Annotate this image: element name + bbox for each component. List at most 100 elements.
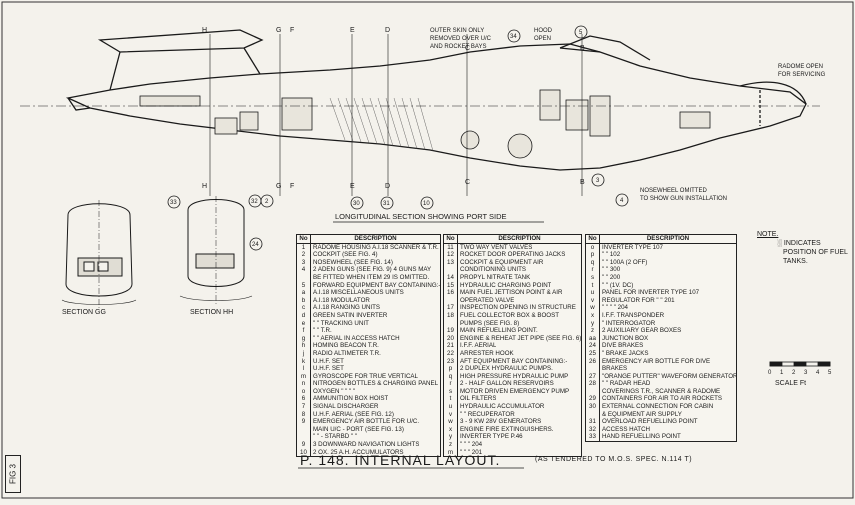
row-number: 27 xyxy=(586,372,600,381)
row-number: 31 xyxy=(586,418,600,426)
row-number: c xyxy=(297,304,311,312)
callout-31: 31 xyxy=(383,201,390,207)
row-number: 32 xyxy=(586,425,600,434)
row-number: m xyxy=(444,448,458,457)
row-number xyxy=(586,410,600,419)
row-description: A.I.18 RANGING UNITS xyxy=(313,304,381,312)
row-number: 11 xyxy=(444,243,458,252)
callout-4: 4 xyxy=(620,198,624,204)
circled-callouts xyxy=(167,25,629,251)
row-description: " " - STARBD " " xyxy=(313,433,358,441)
table-row: q" " 100A (2 OFF) xyxy=(586,258,736,267)
row-number: 9 xyxy=(297,418,311,426)
row-number: 9 xyxy=(297,441,311,449)
row-description: A.I.18 MODULATOR xyxy=(313,296,370,304)
header-description: DESCRIPTION xyxy=(646,235,690,242)
row-number: u xyxy=(444,403,458,411)
table-row: r" " 300 xyxy=(586,266,736,274)
row-number: y xyxy=(586,319,600,328)
row-number: j xyxy=(297,349,311,358)
row-description: FORWARD EQUIPMENT BAY CONTAINING:- xyxy=(313,281,440,289)
section-letters: H G F E D C B H G F E D C B xyxy=(202,27,585,190)
callout-5: 5 xyxy=(579,30,583,36)
row-number: 28 xyxy=(586,380,600,388)
callout-30: 30 xyxy=(353,201,360,207)
note-heading: NOTE. xyxy=(757,231,779,238)
note-radome-2: FOR SERVICING xyxy=(778,72,826,78)
section-caption: LONGITUDINAL SECTION SHOWING PORT SIDE xyxy=(335,212,507,221)
row-number: t xyxy=(586,281,600,290)
scale-tick: 0 xyxy=(768,370,772,376)
row-number: o xyxy=(586,243,600,252)
row-number: 24 xyxy=(586,342,600,350)
row-description: MOTOR DRIVEN EMERGENCY PUMP xyxy=(460,387,570,395)
table-row: t" " (1V. DC) xyxy=(586,281,736,290)
note-radome: RADOME OPEN xyxy=(778,64,823,70)
row-number: m xyxy=(297,372,311,381)
row-description: ENGINE & REHEAT JET PIPE (SEE FIG. 6) xyxy=(460,334,581,342)
fuel-tank-note: NOTE. ░ INDICATES POSITION OF FUEL TANKS… xyxy=(757,230,848,266)
row-number: 6 xyxy=(297,395,311,404)
row-number: 13 xyxy=(444,258,458,267)
row-description: BRAKES xyxy=(602,365,628,373)
row-number: v xyxy=(444,410,458,419)
row-description: 3 DOWNWARD NAVIGATION LIGHTS xyxy=(313,441,420,449)
row-number: 15 xyxy=(444,281,458,290)
callout-33: 33 xyxy=(170,200,177,206)
scale-tick: 3 xyxy=(804,370,808,376)
row-number: 16 xyxy=(444,289,458,297)
mark-g-bottom: G xyxy=(276,183,281,190)
scale-label: SCALE Ft xyxy=(775,380,807,387)
row-number xyxy=(297,273,311,282)
row-number: r xyxy=(586,266,600,274)
row-number: 29 xyxy=(586,395,600,404)
row-number: 4 xyxy=(297,266,311,274)
row-description: 2 DUPLEX HYDRAULIC PUMPS. xyxy=(460,365,553,373)
row-description: AFT EQUIPMENT BAY CONTAINING:- xyxy=(460,357,568,365)
table-row: g" " AERIAL IN ACCESS HATCH xyxy=(297,334,440,343)
scale-tick: 5 xyxy=(828,370,832,376)
row-number: d xyxy=(297,311,311,320)
row-number xyxy=(586,387,600,396)
row-description: PANEL FOR INVERTER TYPE 107 xyxy=(602,289,700,297)
row-description: CONDITIONING UNITS xyxy=(460,266,526,274)
row-description: HYDRAULIC ACCUMULATOR xyxy=(460,403,545,411)
table-row: PUMPS (SEE FIG. 8) xyxy=(444,319,581,328)
row-number: k xyxy=(297,357,311,366)
section-cut-lines xyxy=(209,34,583,196)
scale-tick: 4 xyxy=(816,370,820,376)
row-description: OVERLOAD REFUELLING POINT xyxy=(602,418,698,426)
drawing-subtitle: (AS TENDERED TO M.O.S. SPEC. N.114 T) xyxy=(535,456,693,463)
mark-g-top: G xyxy=(276,27,281,34)
mark-e-top: E xyxy=(350,27,355,34)
row-description: " " 200 xyxy=(602,273,621,281)
row-number: s xyxy=(444,387,458,396)
row-number xyxy=(444,319,458,328)
table-row: COVERINGS T.R., SCANNER & RADOME xyxy=(586,387,736,396)
